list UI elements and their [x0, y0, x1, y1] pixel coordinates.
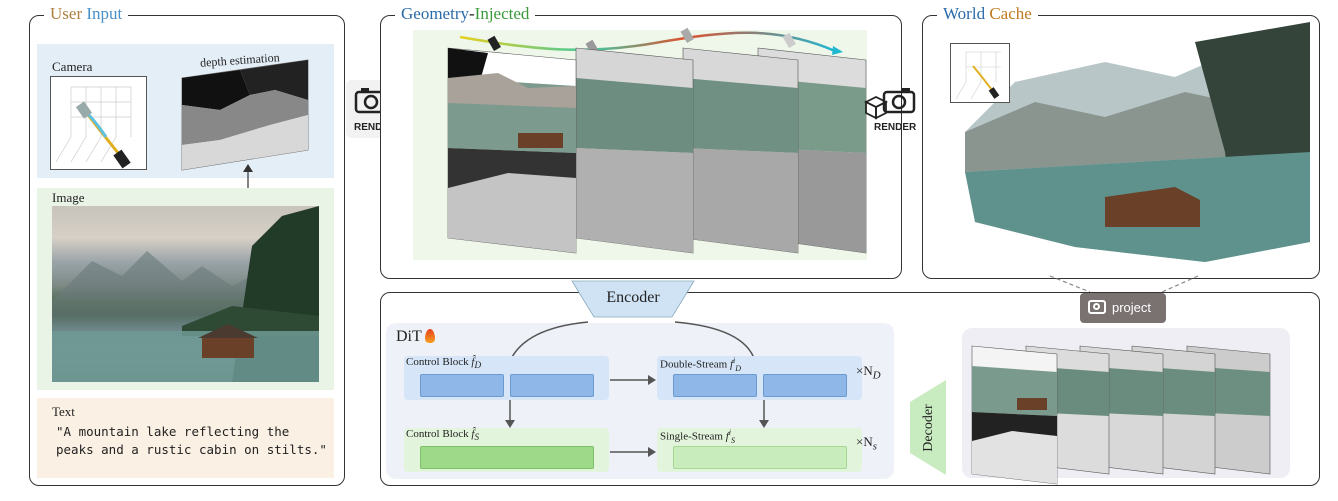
user-input-panel: User Input Camera depth estimation Image — [29, 4, 345, 486]
repeat-d-text: ×N — [856, 363, 873, 378]
render-right-label: RENDER — [874, 122, 917, 133]
double-stream-label: Double-Stream fiD — [660, 356, 741, 373]
injected-title-word: Injected — [474, 4, 530, 23]
single-stream-symbol: f — [725, 430, 729, 443]
camera-project-icon — [1088, 300, 1106, 314]
control-block-d-bar-1 — [420, 374, 504, 397]
single-stream-bar — [673, 446, 847, 469]
camera-axes-box — [50, 76, 147, 170]
repeat-s-sub: s — [872, 440, 877, 453]
double-stream-text: Double-Stream — [660, 358, 728, 371]
encoder-label: Encoder — [606, 289, 660, 306]
cache-title-word: Cache — [989, 4, 1032, 23]
world-camera-grid — [955, 51, 1001, 100]
encoder-shape — [571, 280, 695, 318]
project-button: project — [1080, 293, 1166, 323]
repeat-s: ×Ns — [856, 434, 877, 453]
control-block-s-sub: S — [474, 432, 480, 443]
single-stream-sup: i — [728, 428, 731, 437]
camera-render-icon-right — [863, 88, 916, 120]
frame-3 — [682, 47, 799, 254]
world-title-word: World — [943, 4, 986, 23]
project-label: project — [1112, 300, 1152, 315]
world-cache-title: World Cache — [937, 4, 1038, 24]
user-title-word: User — [50, 4, 83, 23]
text-area — [37, 398, 334, 478]
geometry-title-word: Geometry — [401, 4, 469, 23]
double-stream-symbol: f — [729, 358, 734, 371]
world-point-cloud — [965, 22, 1310, 262]
camera-trajectory — [459, 27, 843, 56]
single-stream-label: Single-Stream fiS — [660, 428, 735, 445]
rendered-frames — [447, 47, 867, 254]
prompt-line-2: peaks and a rustic cabin on stilts." — [56, 442, 327, 457]
camera-label: Camera — [52, 59, 93, 74]
image-label: Image — [52, 190, 85, 205]
repeat-d-sub: D — [872, 369, 881, 382]
double-stream-sup: i — [733, 356, 736, 365]
decoder-label: Decoder — [921, 404, 936, 452]
dit-label: DiT — [396, 328, 422, 345]
output-frames — [971, 345, 1271, 485]
control-block-d-bar-2 — [510, 374, 594, 397]
landscape-scene — [52, 206, 319, 382]
text-label: Text — [52, 404, 75, 419]
input-landscape-image — [52, 206, 319, 382]
frame-1 — [447, 47, 577, 254]
camera-3d-grid — [55, 86, 132, 169]
control-block-d-sub: D — [474, 360, 482, 371]
control-block-s-symbol: f̂ — [471, 428, 475, 440]
double-stream-sub: D — [735, 363, 742, 373]
single-stream-text: Single-Stream — [660, 430, 723, 443]
fire-icon — [425, 329, 436, 343]
block-arrows — [505, 375, 769, 457]
repeat-s-text: ×N — [856, 434, 873, 449]
dit-label-row: DiT — [396, 328, 436, 346]
geometry-title: Geometry-Injected — [395, 4, 536, 24]
prompt-line-1: "A mountain lake reflecting the — [56, 424, 290, 439]
user-input-title: User Input — [44, 4, 129, 24]
decoder-shape — [910, 380, 946, 475]
control-block-d-text: Control Block — [406, 356, 469, 368]
control-block-d-label: Control Block f̂D — [406, 356, 481, 370]
output-frame-1 — [971, 345, 1058, 485]
geometry-title-sep: - — [468, 4, 475, 23]
single-stream-sub: S — [730, 435, 735, 445]
control-block-s-bar — [420, 446, 594, 469]
double-stream-bar-1 — [673, 374, 757, 397]
repeat-d: ×ND — [856, 363, 881, 382]
control-block-s-label: Control Block f̂S — [406, 428, 479, 442]
double-stream-bar-2 — [763, 374, 847, 397]
world-camera-axes-box — [950, 43, 1010, 103]
input-title-word: Input — [86, 4, 123, 23]
render-left-label: RENDER — [354, 122, 397, 133]
depth-map — [181, 59, 309, 171]
frame-2 — [575, 47, 694, 254]
control-block-d-symbol: f̂ — [471, 356, 475, 368]
control-block-s-text: Control Block — [406, 428, 469, 440]
project-dashes — [1049, 275, 1199, 293]
render-right: RENDER — [862, 80, 924, 138]
